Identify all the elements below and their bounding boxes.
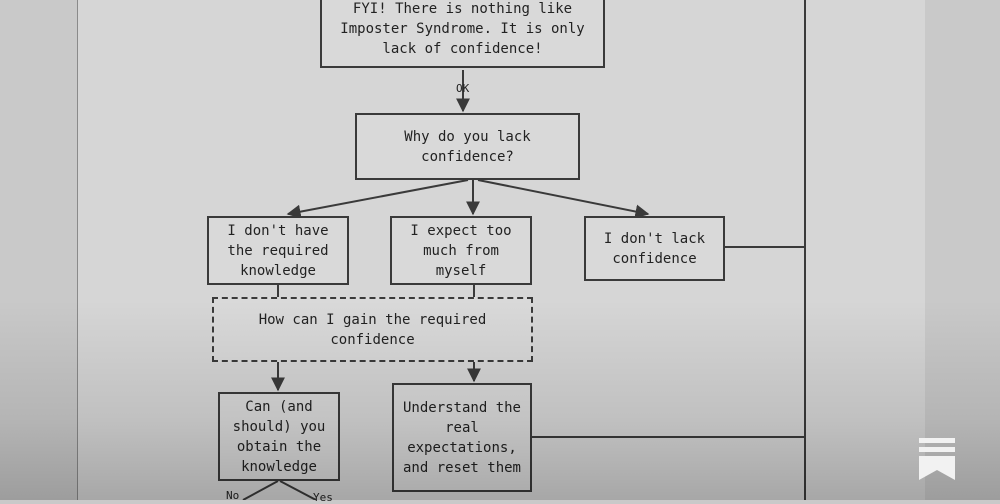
node-imposter-syndrome: FYI! There is nothing like Imposter Synd…: [320, 0, 605, 68]
node-expect-too-much: I expect too much from myself: [390, 216, 532, 285]
node-reset-expectations: Understand the real expectations, and re…: [392, 383, 532, 492]
node-why-lack-confidence: Why do you lack confidence?: [355, 113, 580, 180]
bookmark-icon[interactable]: [919, 438, 955, 480]
node-lack-knowledge: I don't have the required knowledge: [207, 216, 349, 285]
node-obtain-knowledge: Can (and should) you obtain the knowledg…: [218, 392, 340, 481]
edge-why-knowledge: [286, 179, 469, 219]
edge-label-ok: OK: [456, 82, 470, 95]
node-dont-lack-confidence: I don't lack confidence: [584, 216, 725, 281]
edge-label-no: No: [226, 489, 240, 502]
edge-label-yes: Yes: [313, 491, 333, 504]
edge-why-dontlack: [477, 179, 650, 219]
node-how-gain-confidence: How can I gain the required confidence: [212, 297, 533, 362]
edge-can-no: [242, 480, 279, 500]
edge-can-yes: [279, 480, 317, 500]
